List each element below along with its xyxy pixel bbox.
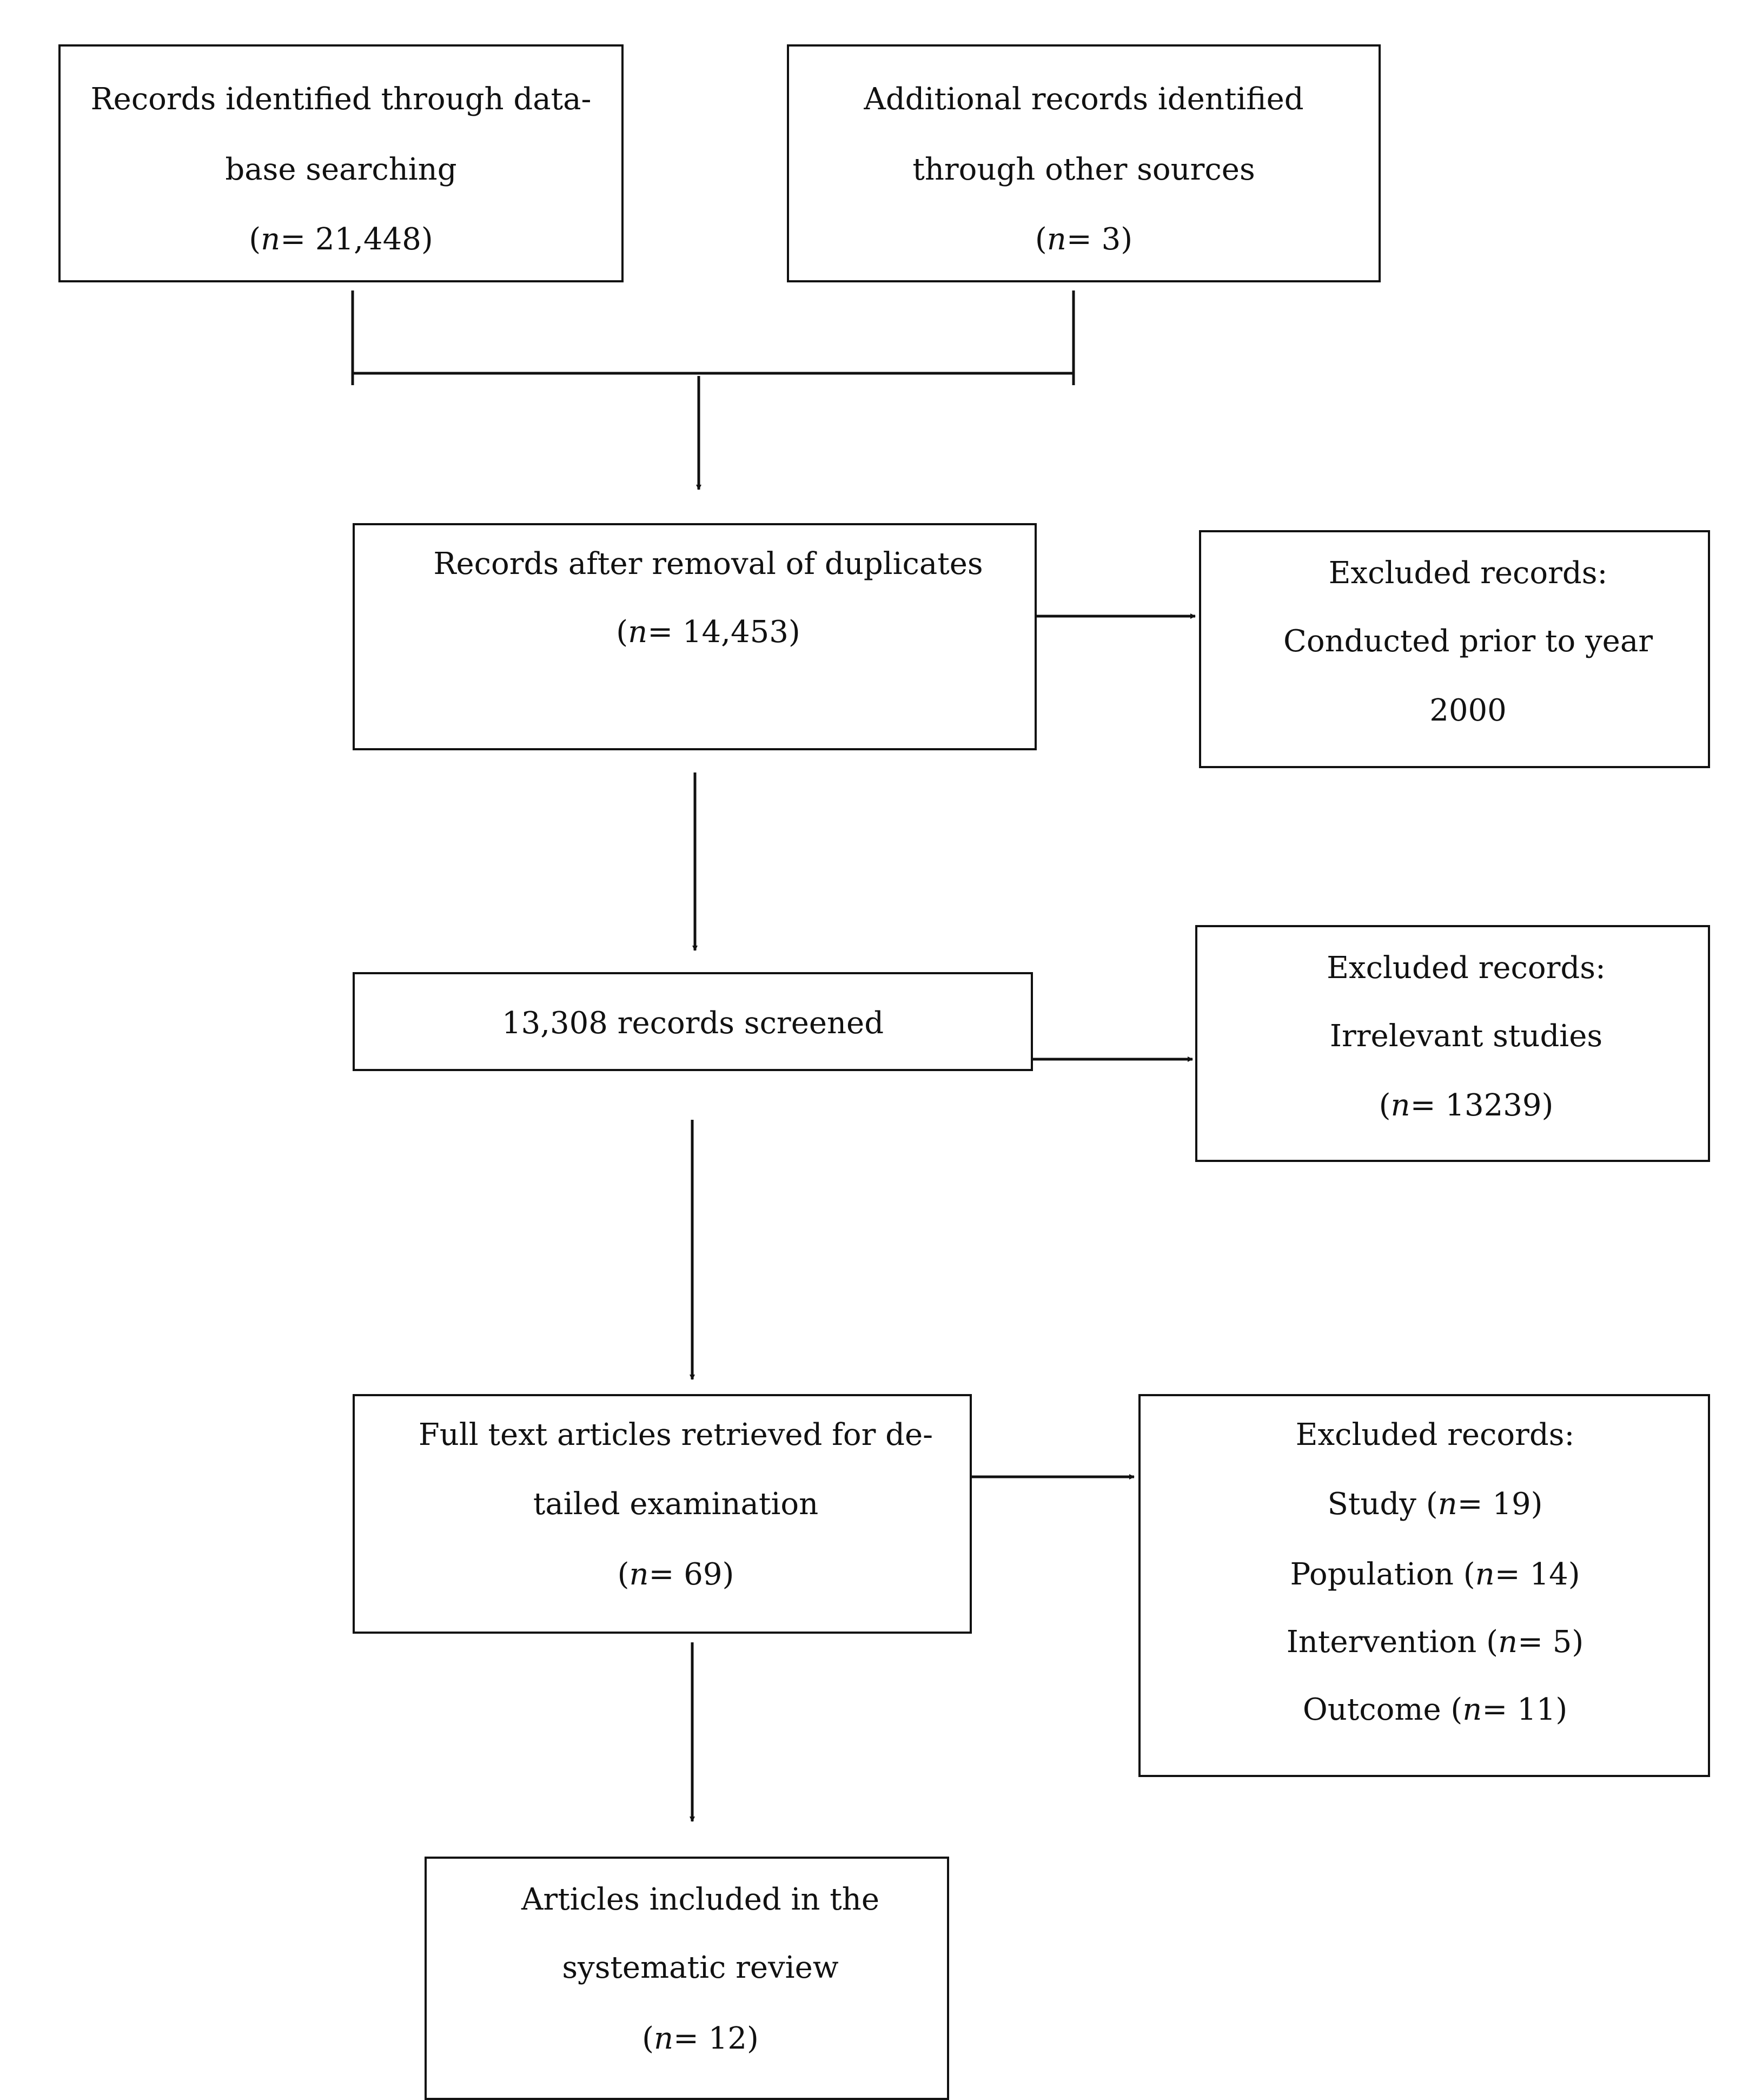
included-box: Articles included in the systematic revi… <box>425 1857 949 2100</box>
box-line: Excluded records: <box>1327 950 1606 986</box>
box-line: 13,308 records screened <box>501 1006 884 1041</box>
box-line: Excluded records: <box>1295 1417 1575 1452</box>
screened-box: 13,308 records screened <box>353 972 1033 1071</box>
excluded-irrelevant-box: Excluded records: Irrelevant studies (n=… <box>1195 925 1710 1162</box>
box-line: Study (n= 19) <box>1327 1487 1543 1522</box>
box-line: Additional records identified <box>864 82 1304 117</box>
box-line: Irrelevant studies <box>1329 1019 1603 1054</box>
box-line: (n= 12) <box>642 2021 759 2056</box>
box-line: Records after removal of duplicates <box>433 546 983 582</box>
box-line: (n= 14,453) <box>616 615 800 650</box>
box-line: through other sources <box>912 152 1255 187</box>
full-text-box: Full text articles retrieved for de- tai… <box>353 1394 972 1634</box>
box-line: base searching <box>225 152 457 187</box>
box-line: (n= 21,448) <box>249 222 433 257</box>
box-line: Intervention (n= 5) <box>1286 1624 1584 1660</box>
box-line: (n= 13239) <box>1379 1088 1554 1123</box>
box-line: 2000 <box>1429 693 1507 728</box>
box-line: Conducted prior to year <box>1283 624 1653 659</box>
box-line: Articles included in the <box>521 1882 880 1917</box>
box-line: tailed examination <box>533 1487 819 1522</box>
box-line: systematic review <box>562 1950 839 1985</box>
box-line: Full text articles retrieved for de- <box>418 1417 933 1452</box>
box-line: Excluded records: <box>1328 556 1608 591</box>
box-line: (n= 3) <box>1035 222 1133 257</box>
box-line: Records identified through data- <box>90 82 592 117</box>
box-line: Outcome (n= 11) <box>1302 1692 1568 1727</box>
other-sources-box: Additional records identified through ot… <box>787 44 1381 282</box>
database-records-box: Records identified through data- base se… <box>58 44 624 282</box>
merge-bracket <box>351 290 1075 385</box>
excluded-criteria-box: Excluded records: Study (n= 19) Populati… <box>1138 1394 1710 1777</box>
box-line: (n= 69) <box>617 1557 734 1592</box>
after-duplicates-box: Records after removal of duplicates (n= … <box>353 523 1037 750</box>
excluded-year-box: Excluded records: Conducted prior to yea… <box>1199 530 1710 768</box>
box-line: Population (n= 14) <box>1290 1557 1580 1592</box>
